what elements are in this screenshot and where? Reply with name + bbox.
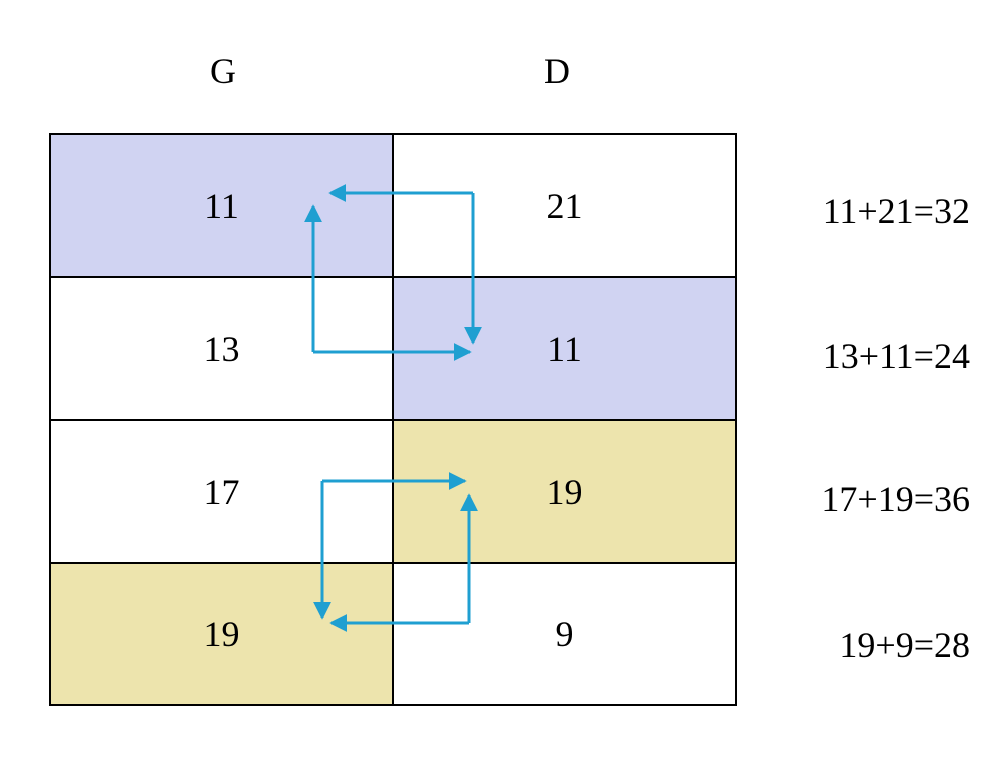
column-header-d: D <box>544 51 570 91</box>
cell-g-row1: 11 <box>51 135 394 278</box>
column-header-g: G <box>210 51 236 91</box>
equation-row1: 11+21=32 <box>822 191 970 231</box>
cell-d-row1: 21 <box>394 135 735 278</box>
cell-g-row4: 19 <box>51 564 394 704</box>
equation-row2: 13+11=24 <box>822 336 970 376</box>
cell-d-row3: 19 <box>394 421 735 564</box>
equation-row4: 19+9=28 <box>839 625 970 665</box>
equation-row3: 17+19=36 <box>821 479 970 519</box>
cell-d-row4: 9 <box>394 564 735 704</box>
cell-d-row2: 11 <box>394 278 735 421</box>
cell-g-row2: 13 <box>51 278 394 421</box>
number-grid: 11 21 13 11 17 19 19 9 <box>49 133 737 706</box>
cell-g-row3: 17 <box>51 421 394 564</box>
